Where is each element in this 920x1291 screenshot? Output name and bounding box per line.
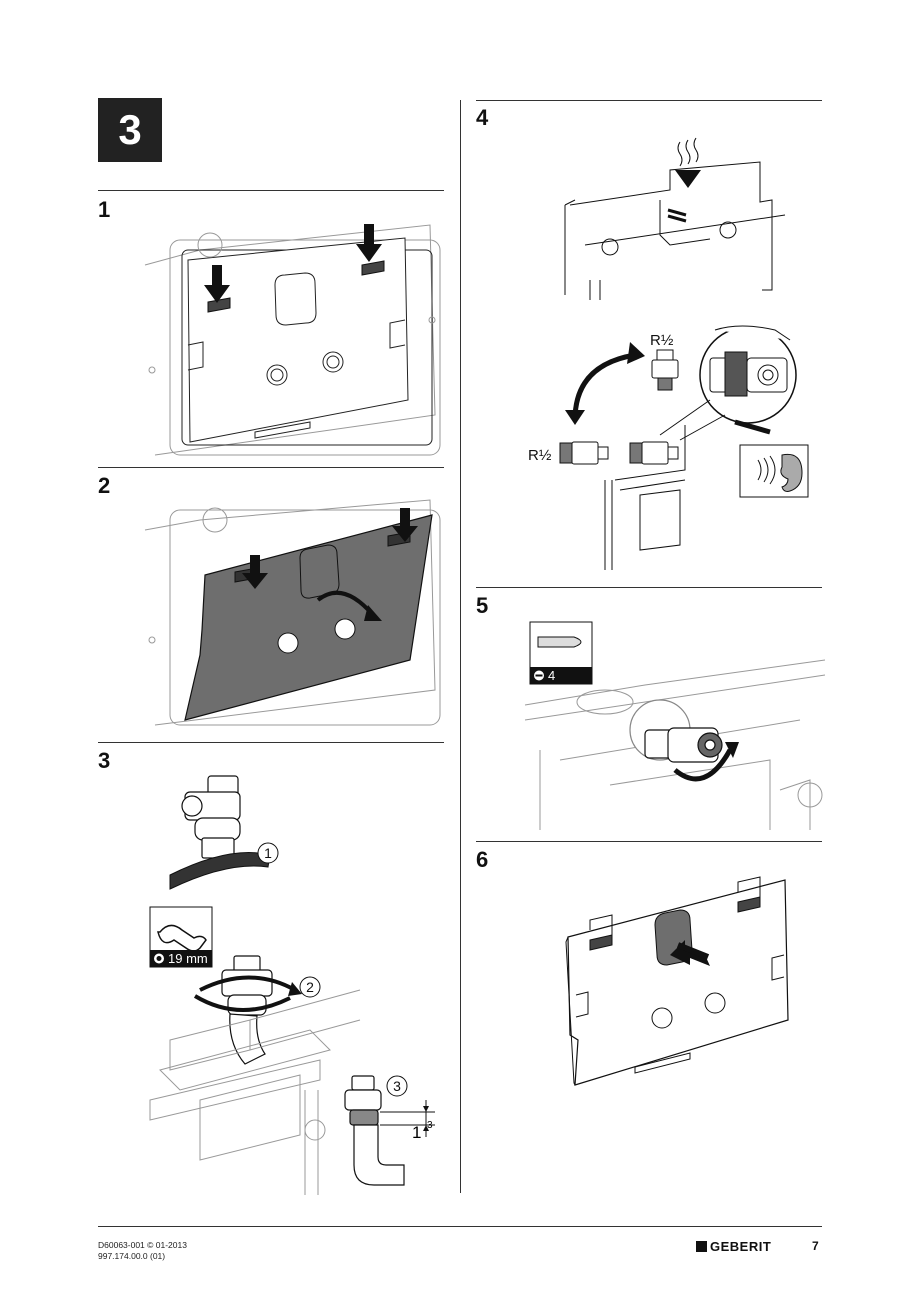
brand-logo: GEBERIT — [696, 1239, 771, 1254]
step-number-2: 2 — [98, 473, 111, 498]
divider-step2 — [98, 467, 444, 468]
dimension-value: 1 — [412, 1123, 421, 1142]
callout-2: 2 — [306, 979, 314, 995]
step6-illustration — [565, 876, 789, 1086]
screwdriver-size-label: 4 — [548, 668, 555, 683]
step-number-4: 4 — [476, 105, 489, 130]
brand-name: GEBERIT — [710, 1239, 772, 1254]
thread-label-left: R½ — [528, 447, 552, 464]
step4-illustration: R½ R½ — [528, 137, 809, 570]
divider-step6 — [476, 841, 822, 842]
brand-square-icon — [696, 1241, 707, 1252]
footer-divider — [98, 1226, 822, 1227]
callout-3: 3 — [393, 1078, 401, 1094]
chapter-number-box: 3 — [98, 98, 162, 162]
step5-illustration: 4 — [524, 621, 826, 830]
divider-step3 — [98, 742, 444, 743]
page-number: 7 — [812, 1239, 819, 1253]
step-number-6: 6 — [476, 847, 489, 872]
divider-step4 — [476, 100, 822, 101]
divider-step5 — [476, 587, 822, 588]
divider-step1 — [98, 190, 444, 191]
dimension-superscript: 3 — [427, 1120, 433, 1131]
wrench-size-label: 19 mm — [168, 951, 208, 966]
step1-illustration — [144, 224, 441, 456]
step3-illustration: 1 19 mm 2 3 1 3 — [149, 775, 435, 1195]
document-code: D60063-001 © 01-2013 — [98, 1240, 187, 1250]
step2-illustration — [144, 499, 441, 726]
step-number-5: 5 — [476, 593, 489, 618]
thread-label-top: R½ — [650, 332, 674, 349]
chapter-number: 3 — [118, 106, 142, 153]
article-number: 997.174.00.0 (01) — [98, 1251, 166, 1261]
step-number-3: 3 — [98, 748, 111, 773]
column-divider — [460, 100, 461, 1193]
callout-1: 1 — [264, 845, 272, 861]
step-number-1: 1 — [98, 197, 111, 222]
